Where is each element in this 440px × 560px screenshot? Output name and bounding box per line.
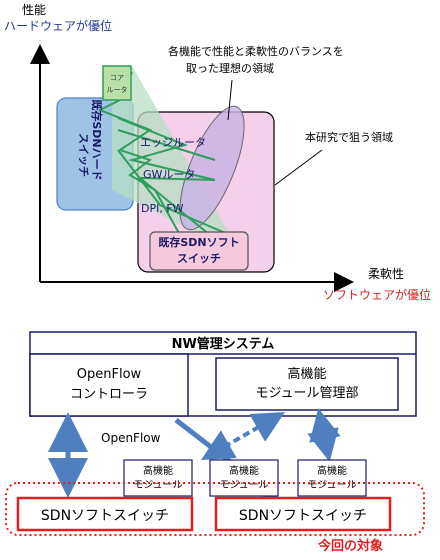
hp-module-3-label-2: モジュール bbox=[307, 480, 356, 491]
hw-switch-label-1: 既存SDNハード bbox=[90, 99, 104, 180]
hp-module-1 bbox=[123, 459, 193, 497]
hw-switch-label-2: スイッチ bbox=[77, 133, 90, 177]
dpi-fw-label: DPI, FW bbox=[141, 202, 184, 215]
x-axis-sublabel: ソフトウェアが優位 bbox=[323, 287, 431, 302]
bottom-diagram: NW管理システム OpenFlow コントローラ 高機能 モジュール管理部 Op… bbox=[5, 331, 425, 554]
openflow-controller-box bbox=[29, 353, 189, 417]
sw-switch-label-1: 既存SDNソフト bbox=[158, 235, 239, 249]
core-router-label-1: コア bbox=[110, 74, 124, 82]
top-chart: 性能 ハードウェアが優位 柔軟性 ソフトウェアが優位 コア ルータ 既存SDNハ… bbox=[4, 3, 431, 302]
hp-module-2-label-1: 高機能 bbox=[229, 464, 259, 477]
core-router-label-2: ルータ bbox=[107, 85, 128, 94]
target-label: 今回の対象 bbox=[317, 538, 383, 554]
hp-module-mgmt-box bbox=[215, 357, 399, 411]
mgmt-to-module1-arrow bbox=[201, 412, 285, 460]
x-axis-label: 柔軟性 bbox=[368, 266, 404, 281]
mgmt-to-module3-arrow bbox=[307, 408, 341, 462]
y-axis-sublabel: ハードウェアが優位 bbox=[4, 18, 112, 33]
edge-router-label: エッジルータ bbox=[140, 136, 206, 149]
callout-target-pointer bbox=[274, 149, 323, 186]
hp-module-3-label-1: 高機能 bbox=[317, 464, 347, 477]
nw-system-title: NW管理システム bbox=[172, 336, 275, 352]
sw-switch-label-2: スイッチ bbox=[177, 252, 221, 265]
callout-ideal-2: 取った理想の領域 bbox=[186, 61, 274, 75]
hp-module-mgmt-label-1: 高機能 bbox=[287, 366, 326, 382]
gw-router-label: GWルータ bbox=[143, 168, 195, 181]
y-axis-label: 性能 bbox=[22, 3, 46, 17]
callout-target: 本研究で狙う領域 bbox=[305, 130, 393, 144]
callout-ideal-1: 各機能で性能と柔軟性のバランスを bbox=[168, 44, 344, 58]
ideal-oval bbox=[179, 105, 245, 231]
sdn-switch-2 bbox=[214, 496, 392, 532]
hp-module-1-label-1: 高機能 bbox=[143, 464, 173, 477]
hp-module-mgmt-label-2: モジュール管理部 bbox=[255, 386, 358, 401]
hp-module-2-label-2: モジュール bbox=[219, 480, 268, 491]
sdn-switch-2-label: SDNソフトスイッチ bbox=[239, 508, 367, 524]
hp-module-1-label-2: モジュール bbox=[133, 480, 182, 491]
target-boundary bbox=[5, 482, 425, 536]
openflow-controller-label-1: OpenFlow bbox=[77, 367, 142, 382]
openflow-controller-label-2: コントローラ bbox=[70, 387, 148, 402]
feature-lines bbox=[97, 71, 231, 236]
hp-module-3 bbox=[297, 459, 367, 497]
sw-switch-box bbox=[149, 231, 249, 271]
hp-module-2 bbox=[209, 459, 279, 497]
sdn-switch-1-label: SDNソフトスイッチ bbox=[41, 508, 169, 524]
sdn-switch-1 bbox=[16, 496, 194, 532]
openflow-label: OpenFlow bbox=[101, 431, 161, 445]
core-router-box bbox=[102, 65, 132, 101]
callout-ideal-pointer bbox=[227, 79, 233, 121]
